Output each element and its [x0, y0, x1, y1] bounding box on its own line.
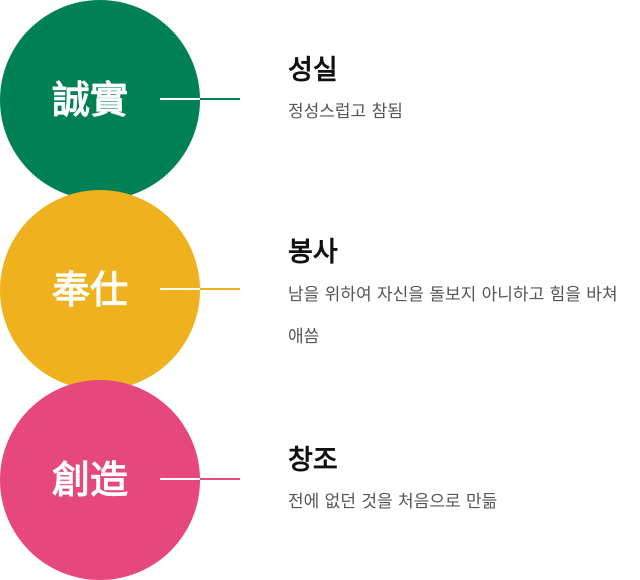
- connector-line: [160, 98, 240, 100]
- item-description: 전에 없던 것을 처음으로 만듦: [288, 492, 498, 512]
- hanja-label: 創造: [52, 458, 129, 502]
- item-title: 창조: [288, 445, 338, 476]
- item-title: 봉사: [288, 237, 338, 268]
- connector-line: [160, 288, 240, 290]
- hanja-label: 誠實: [52, 78, 129, 122]
- item-title: 성실: [288, 55, 338, 86]
- circle-sincerity: 誠實: [0, 0, 200, 200]
- hanja-label: 奉仕: [52, 268, 129, 312]
- circle-creation: 創造: [0, 380, 200, 580]
- connector-line: [160, 478, 240, 480]
- circle-service: 奉仕: [0, 190, 200, 390]
- item-description: 정성스럽고 참됨: [288, 102, 403, 122]
- item-description: 남을 위하여 자신을 돌보지 아니하고 힘을 바쳐 애씀: [288, 285, 618, 347]
